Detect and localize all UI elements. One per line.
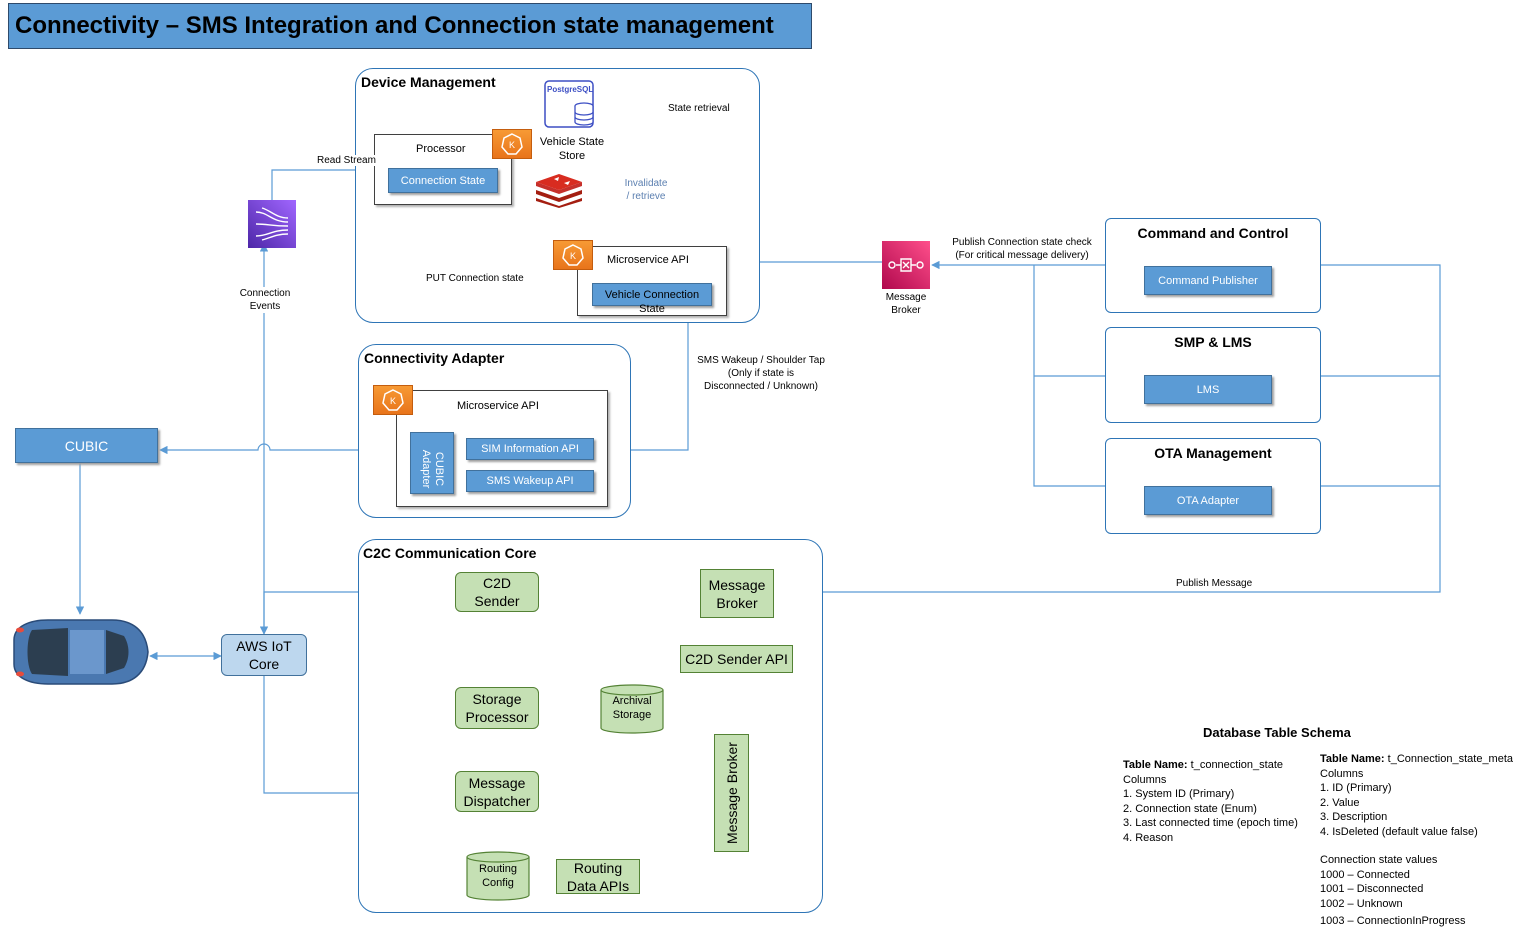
cubic-box[interactable]: CUBIC bbox=[15, 428, 158, 463]
device-management-title: Device Management bbox=[361, 74, 496, 90]
connection-events-label: Connection Events bbox=[234, 287, 296, 313]
kinesis-stream-icon bbox=[248, 200, 296, 248]
table2-name-row: Table Name: t_Connection_state_meta bbox=[1320, 752, 1513, 767]
state-value: 1000 – Connected bbox=[1320, 868, 1410, 881]
c2d-sender-box[interactable]: C2D Sender bbox=[455, 572, 539, 612]
connectivity-adapter-title: Connectivity Adapter bbox=[364, 350, 505, 366]
kubernetes-icon: K bbox=[373, 385, 413, 415]
sms-wakeup-api-box[interactable]: SMS Wakeup API bbox=[466, 470, 594, 492]
c2d-sender-label: C2D Sender bbox=[474, 575, 520, 609]
state-value: 1001 – Disconnected bbox=[1320, 883, 1424, 895]
table2-column: 2. Value bbox=[1320, 796, 1360, 809]
dm-microservice-label: Microservice API bbox=[607, 254, 689, 266]
c2c-core-title: C2C Communication Core bbox=[363, 545, 537, 561]
command-publisher-box[interactable]: Command Publisher bbox=[1144, 266, 1272, 295]
read-stream-label: Read Stream bbox=[317, 155, 376, 166]
svg-text:K: K bbox=[390, 396, 396, 406]
table1-name: t_connection_state bbox=[1187, 759, 1283, 771]
state-retrieval-label: State retrieval bbox=[668, 103, 730, 114]
message-broker-label: Message Broker bbox=[876, 291, 936, 317]
ota-adapter-box[interactable]: OTA Adapter bbox=[1144, 486, 1272, 515]
storage-processor-box[interactable]: Storage Processor bbox=[455, 687, 539, 729]
vehicle-connection-state-label: Vehicle Connection State bbox=[604, 289, 700, 315]
archival-storage-label: Archival Storage bbox=[612, 695, 652, 721]
kubernetes-icon: K bbox=[492, 129, 532, 159]
table1-column: 2. Connection state (Enum) bbox=[1123, 802, 1257, 815]
table1-column: 3. Last connected time (epoch time) bbox=[1123, 817, 1298, 829]
state-values-heading: Connection state values bbox=[1320, 854, 1438, 866]
connection-state-box[interactable]: Connection State bbox=[388, 168, 498, 193]
state-value: 1002 – Unknown bbox=[1320, 897, 1403, 910]
routing-data-apis-box[interactable]: Routing Data APIs bbox=[556, 859, 640, 894]
table2-name: t_Connection_state_meta bbox=[1384, 753, 1514, 765]
cubic-adapter-box[interactable] bbox=[410, 432, 454, 494]
publish-message-label: Publish Message bbox=[1176, 578, 1253, 589]
kubernetes-icon: K bbox=[553, 240, 593, 270]
schema-heading: Database Table Schema bbox=[1203, 725, 1351, 740]
message-broker-vertical-label: Message Broker bbox=[723, 742, 740, 844]
table1-column: 1. System ID (Primary) bbox=[1123, 788, 1235, 800]
redis-icon bbox=[534, 172, 584, 208]
routing-data-apis-label: Routing Data APIs bbox=[566, 859, 630, 894]
table1-block: Table Name: t_connection_state Columns 1… bbox=[1123, 758, 1298, 845]
state-value: 1003 – ConnectionInProgress bbox=[1320, 915, 1466, 927]
aws-iot-core-label: AWS IoT Core bbox=[236, 638, 292, 672]
message-dispatcher-label: Message Dispatcher bbox=[463, 774, 531, 809]
table2-columns-heading: Columns bbox=[1320, 767, 1364, 780]
table1-column: 4. Reason bbox=[1123, 831, 1174, 844]
vehicle-state-store-label: Vehicle State Store bbox=[539, 136, 605, 162]
storage-processor-label: Storage Processor bbox=[465, 691, 529, 725]
cubic-adapter-label: CUBIC Adapter bbox=[420, 449, 445, 489]
c2c-message-broker-box[interactable]: Message Broker bbox=[700, 569, 774, 618]
table2-column: 3. Description bbox=[1320, 811, 1388, 823]
ca-microservice-label: Microservice API bbox=[457, 400, 539, 412]
publish-check-label: Publish Connection state check (For crit… bbox=[944, 236, 1100, 262]
command-and-control-box[interactable]: Command and Control bbox=[1105, 218, 1321, 313]
aws-iot-core-box[interactable]: AWS IoT Core bbox=[221, 634, 307, 676]
table1-columns-heading: Columns bbox=[1123, 773, 1167, 786]
table2-column: 4. IsDeleted (default value false) bbox=[1320, 825, 1478, 838]
command-and-control-title: Command and Control bbox=[1137, 225, 1289, 241]
cylinder-icon bbox=[466, 851, 530, 901]
smp-lms-title: SMP & LMS bbox=[1174, 334, 1252, 350]
sim-information-api-box[interactable]: SIM Information API bbox=[466, 438, 594, 460]
postgresql-badge: PostgreSQL bbox=[547, 85, 594, 94]
svg-text:K: K bbox=[570, 251, 576, 261]
car-icon bbox=[8, 616, 150, 688]
table2-block: Table Name: t_Connection_state_meta Colu… bbox=[1320, 752, 1513, 929]
message-broker-icon bbox=[882, 241, 930, 289]
processor-label: Processor bbox=[416, 143, 466, 155]
routing-config-label: Routing Config bbox=[479, 863, 517, 889]
sms-wakeup-label: SMS Wakeup / Shoulder Tap (Only if state… bbox=[690, 354, 832, 393]
lms-box[interactable]: LMS bbox=[1144, 375, 1272, 404]
vehicle-connection-state-box[interactable] bbox=[592, 283, 712, 306]
svg-text:K: K bbox=[509, 140, 515, 150]
put-connection-state-label: PUT Connection state bbox=[426, 273, 524, 284]
message-broker-vertical-box[interactable]: Message Broker bbox=[714, 734, 749, 852]
invalidate-retrieve-label: Invalidate / retrieve bbox=[618, 177, 674, 203]
table2-label: Table Name: bbox=[1320, 753, 1385, 765]
c2d-sender-api-box[interactable]: C2D Sender API bbox=[680, 645, 793, 673]
cylinder-icon bbox=[600, 684, 664, 734]
table1-name-row: Table Name: t_connection_state bbox=[1123, 758, 1298, 773]
c2c-message-broker-label: Message Broker bbox=[708, 576, 766, 611]
table2-column: 1. ID (Primary) bbox=[1320, 782, 1392, 794]
table1-label: Table Name: bbox=[1123, 759, 1188, 771]
page-title: Connectivity – SMS Integration and Conne… bbox=[8, 3, 812, 49]
postgresql-icon bbox=[544, 80, 596, 128]
ota-management-title: OTA Management bbox=[1154, 445, 1272, 461]
message-dispatcher-box[interactable]: Message Dispatcher bbox=[455, 771, 539, 812]
